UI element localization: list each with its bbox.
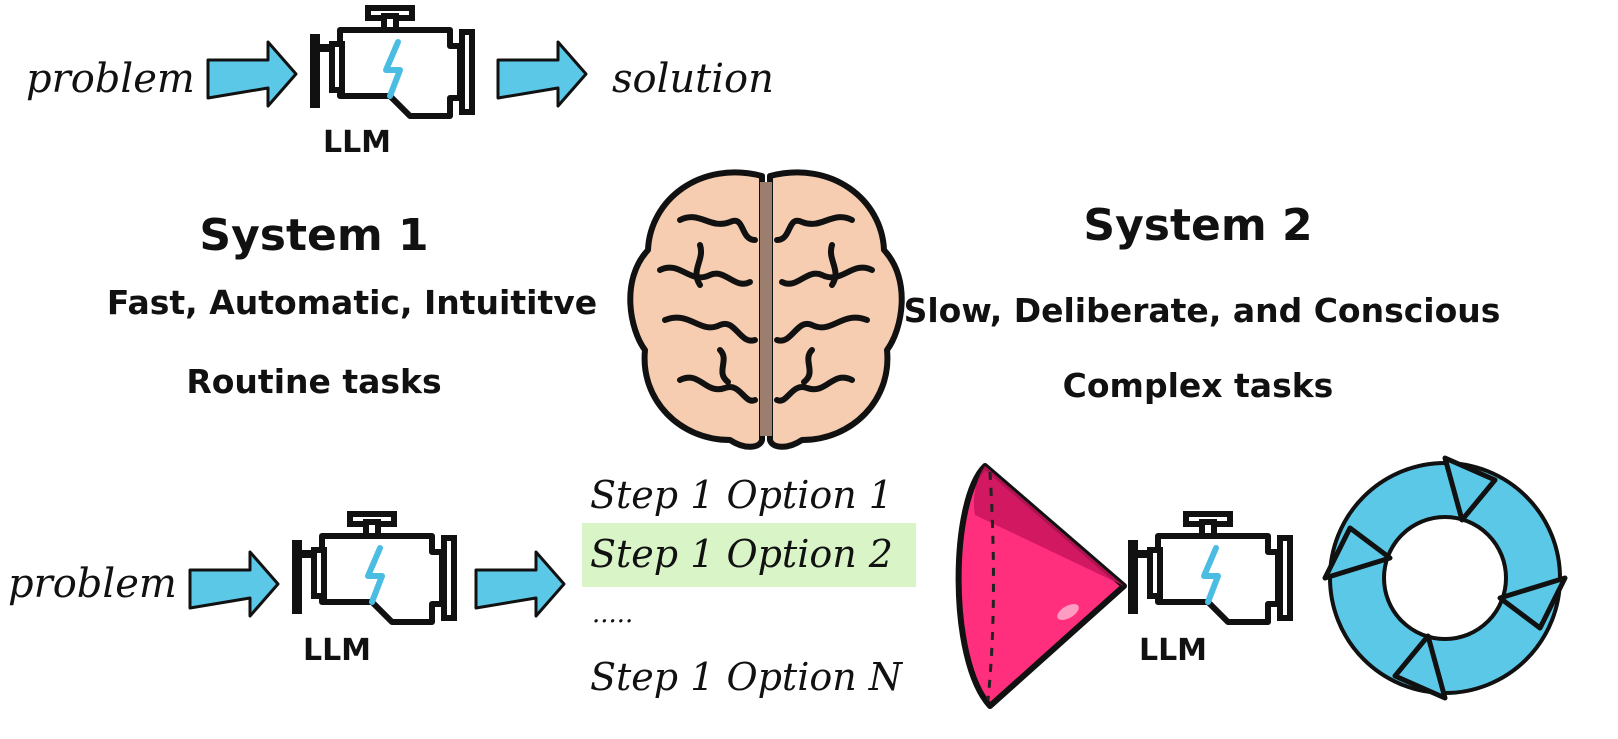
iteration-cycle-icon [1322,455,1568,701]
brain-icon [627,169,905,450]
top-input-arrow [206,40,298,108]
bottom-llm-engine-icon [292,514,454,622]
evaluator-llm-engine-icon [1128,514,1290,622]
bottom-llm-label: LLM [303,633,371,668]
system1-subtitle: Fast, Automatic, Intuititve [107,283,597,322]
bottom-output-arrow [474,550,566,618]
search-cone-icon [955,463,1127,709]
option-item-2: Step 1 Option 2 [590,532,893,576]
top-llm-label: LLM [323,125,391,160]
option-item-n: Step 1 Option N [590,655,904,699]
system1-title: System 1 [199,210,428,261]
bottom-problem-label: problem [8,561,177,607]
system1-tasks: Routine tasks [186,362,441,401]
system2-subtitle: Slow, Deliberate, and Conscious [904,291,1501,330]
top-output-arrow [496,40,588,108]
option-item-1: Step 1 Option 1 [590,473,893,517]
system2-tasks: Complex tasks [1063,366,1334,405]
selected-option-highlight [582,523,916,587]
top-llm-engine-icon [310,8,472,116]
option-ellipsis: ····· [592,607,633,637]
top-problem-label: problem [26,56,195,102]
bottom-input-arrow [188,550,280,618]
system2-title: System 2 [1083,200,1312,251]
evaluator-llm-label: LLM [1139,633,1207,668]
top-solution-label: solution [612,56,774,102]
